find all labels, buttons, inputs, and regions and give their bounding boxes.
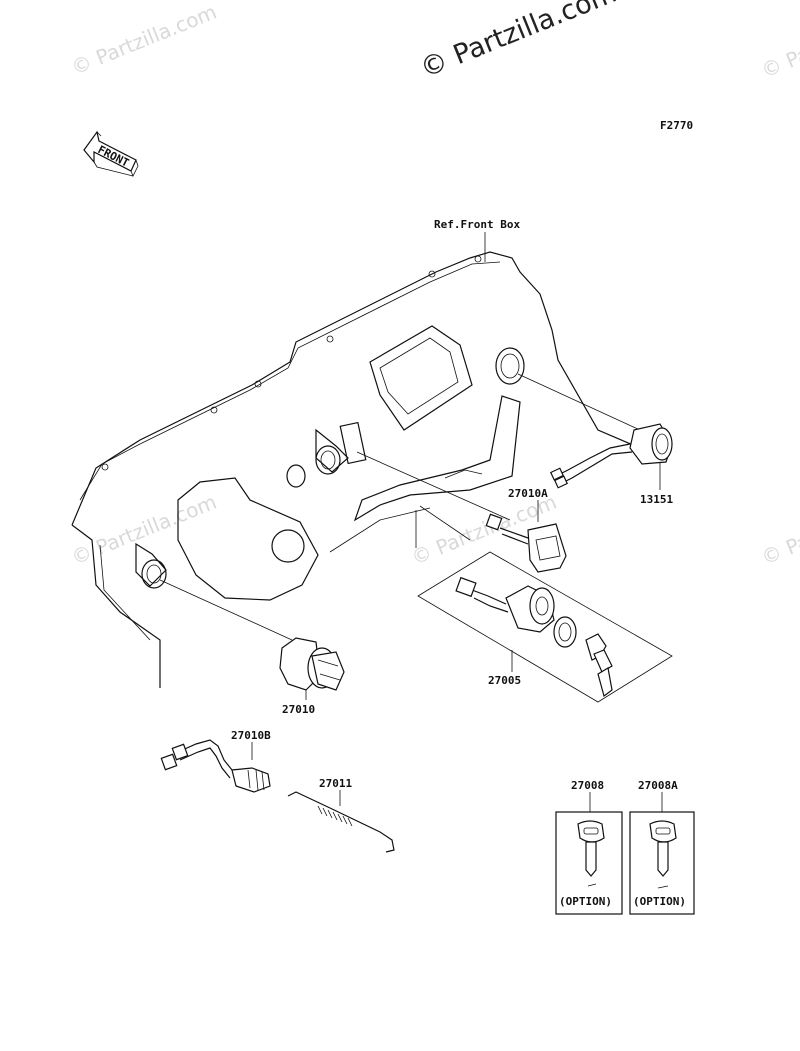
front-arrow-icon bbox=[83, 130, 139, 177]
part-27010a-switch bbox=[485, 513, 567, 573]
key-27008-box bbox=[555, 811, 623, 915]
part-27010-rotary-switch bbox=[279, 637, 345, 691]
watermark-mid-left: © Partzilla.com bbox=[68, 490, 220, 570]
figure-code: F2770 bbox=[660, 119, 693, 132]
ref-front-box-label: Ref.Front Box bbox=[434, 218, 520, 231]
watermark-mid-right: © Partzilla.com bbox=[758, 490, 800, 570]
key-27008-icon bbox=[577, 820, 605, 887]
part-label-27008[interactable]: 27008 bbox=[571, 779, 604, 792]
watermark-top-right: © Partzilla.com bbox=[758, 3, 800, 83]
key-27008a-box bbox=[629, 811, 695, 915]
part-label-27010[interactable]: 27010 bbox=[282, 703, 315, 716]
part-label-27008a[interactable]: 27008A bbox=[638, 779, 678, 792]
front-arrow-label: FRONT bbox=[96, 143, 132, 170]
part-label-27005[interactable]: 27005 bbox=[488, 674, 521, 687]
part-27005-ignition-kit bbox=[417, 551, 673, 703]
option-label-27008: (OPTION) bbox=[559, 895, 612, 908]
option-label-27008a: (OPTION) bbox=[633, 895, 686, 908]
part-label-27010b[interactable]: 27010B bbox=[231, 729, 271, 742]
part-13151-socket bbox=[549, 423, 673, 489]
part-label-27010a[interactable]: 27010A bbox=[508, 487, 548, 500]
front-box-panel bbox=[71, 251, 641, 688]
part-label-13151[interactable]: 13151 bbox=[640, 493, 673, 506]
watermark-main: © Partzilla.com bbox=[416, 0, 621, 84]
part-27011-spring-wire bbox=[287, 791, 395, 853]
part-27010b-cable-switch bbox=[160, 739, 271, 793]
watermark-top-left: © Partzilla.com bbox=[68, 0, 220, 80]
key-27008a-icon bbox=[649, 820, 677, 889]
leader-lines bbox=[159, 373, 641, 641]
part-label-27011[interactable]: 27011 bbox=[319, 777, 352, 790]
